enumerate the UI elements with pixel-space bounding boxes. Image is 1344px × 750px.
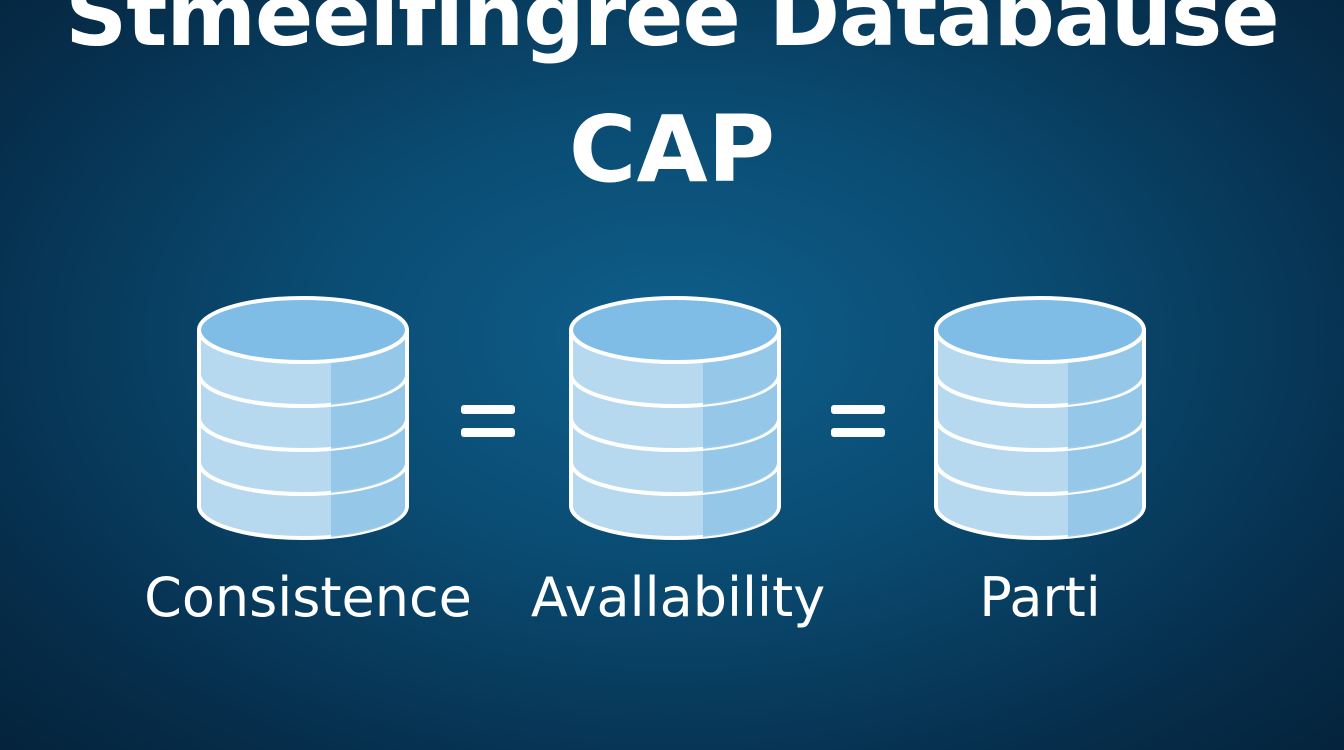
equals-bar — [461, 428, 515, 437]
page-subtitle: CAP — [568, 96, 776, 203]
equals-icon-1 — [461, 405, 515, 437]
equals-bar — [831, 428, 885, 437]
label-partition: Parti — [979, 566, 1101, 629]
database-icon-partition — [934, 296, 1146, 540]
equals-bar — [461, 405, 515, 414]
page-title: Stmeeifingree Databause — [65, 0, 1279, 66]
label-consistence: Consistence — [144, 566, 472, 629]
equals-bar — [831, 405, 885, 414]
database-icon-availability — [569, 296, 781, 540]
database-icon-consistence — [197, 296, 409, 540]
equals-icon-2 — [831, 405, 885, 437]
database-top — [934, 296, 1146, 364]
label-availability: Avallability — [530, 566, 826, 629]
database-top — [569, 296, 781, 364]
database-top — [197, 296, 409, 364]
